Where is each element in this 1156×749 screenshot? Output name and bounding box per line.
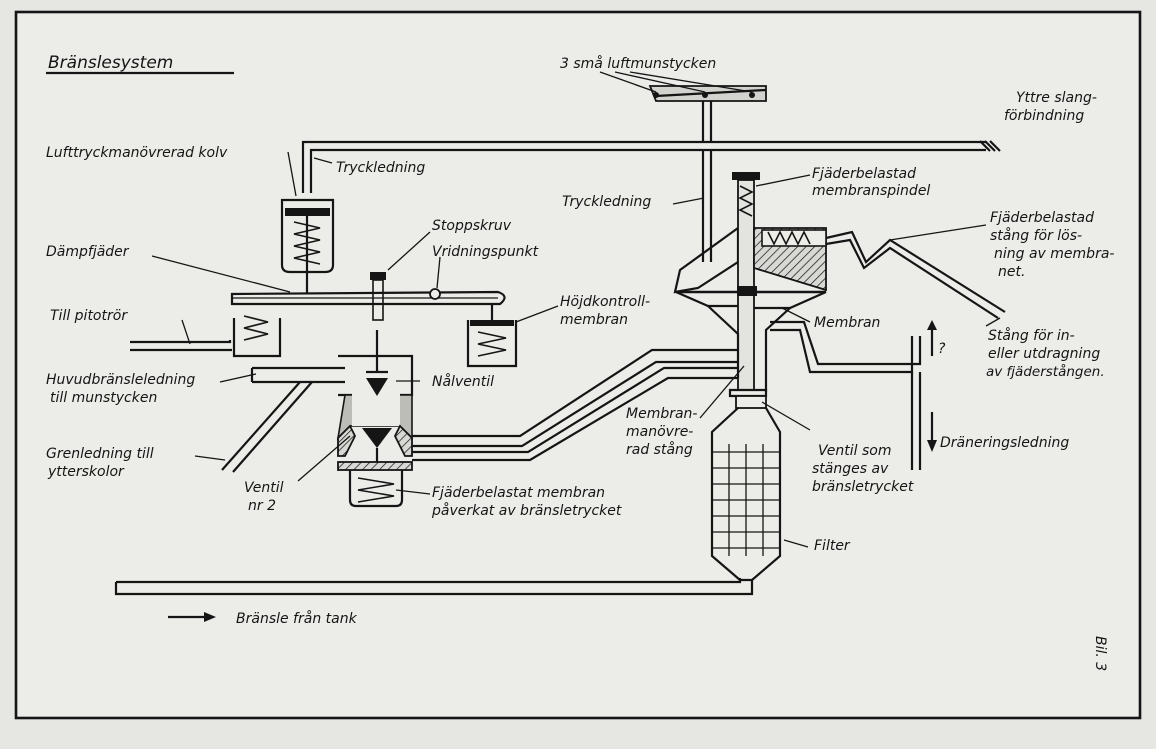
label-release-rod-3: ning av membra-: [994, 246, 1114, 262]
label-spring-membrane-2: påverkat av bränsletrycket: [431, 502, 622, 519]
label-pressure-valve-3: bränsletrycket: [812, 479, 914, 495]
label-damper-spring: Dämpfjäder: [46, 244, 130, 260]
label-question: ?: [938, 341, 946, 357]
label-pressure-line-1: Tryckledning: [336, 160, 425, 176]
label-main-fuel-1: Huvudbränsleledning: [46, 372, 195, 388]
diagram-title: Bränslesystem: [48, 53, 173, 73]
label-membrane-rod-1: Membran-: [626, 406, 697, 422]
label-rod-2: eller utdragning: [988, 346, 1100, 362]
label-valve2-2: nr 2: [248, 498, 276, 514]
pressure-line-network: [301, 98, 1001, 262]
label-drain: Dräneringsledning: [940, 435, 1069, 451]
label-stop-screw: Stoppskruv: [432, 218, 512, 234]
label-release-rod-4: net.: [998, 264, 1025, 280]
label-height-membrane-2: membran: [560, 312, 628, 328]
label-membrane-rod-3: rad stång: [626, 441, 693, 458]
damper-lever: [230, 272, 518, 368]
label-branch-1: Grenledning till: [46, 446, 154, 462]
label-outer-hose-2: förbindning: [1004, 108, 1084, 124]
label-release-rod-1: Fjäderbelastad: [990, 210, 1094, 226]
label-pressure-valve-2: stänges av: [812, 461, 889, 477]
label-air-piston: Lufttryckmanövrerad kolv: [46, 145, 228, 161]
drain-arrows: [927, 320, 937, 452]
label-release-rod-2: stång för lös-: [990, 227, 1082, 244]
tank-arrow: [168, 612, 216, 622]
label-rod-3: av fjäderstången.: [986, 363, 1105, 380]
air-pressure-piston: [280, 198, 335, 285]
label-main-fuel-2: till munstycken: [50, 390, 157, 406]
label-air-nozzles: 3 små luftmunstycken: [560, 55, 716, 72]
label-membrane: Membran: [814, 315, 880, 331]
label-outer-hose-1: Yttre slang-: [1016, 90, 1097, 106]
leader-lines: [151, 151, 1001, 548]
diaphragm-unit: [673, 172, 1006, 470]
label-pivot: Vridningspunkt: [432, 244, 539, 260]
label-pitot: Till pitotrör: [50, 308, 128, 324]
air-nozzles: [599, 71, 767, 102]
label-needle-valve: Nålventil: [432, 373, 494, 390]
fuel-filter: [710, 407, 782, 582]
label-valve2-1: Ventil: [244, 480, 284, 496]
label-height-membrane-1: Höjdkontroll-: [560, 294, 650, 310]
label-spindle-1: Fjäderbelastad: [812, 166, 916, 182]
label-pressure-line-2: Tryckledning: [562, 194, 651, 210]
pitot-tube: [130, 340, 232, 352]
label-spring-membrane-1: Fjäderbelastat membran: [432, 485, 605, 501]
label-tank: Bränsle från tank: [236, 610, 358, 627]
label-pressure-valve-1: Ventil som: [818, 443, 891, 459]
figure-number: Bil. 3: [1092, 636, 1108, 671]
valve-assembly: [221, 330, 414, 508]
label-branch-2: ytterskolor: [47, 464, 125, 480]
drawing-border: [14, 10, 1142, 720]
label-filter: Filter: [814, 538, 851, 554]
label-membrane-rod-2: manövre-: [626, 424, 693, 440]
label-spindle-2: membranspindel: [812, 183, 930, 199]
label-rod-1: Stång för in-: [988, 327, 1075, 344]
